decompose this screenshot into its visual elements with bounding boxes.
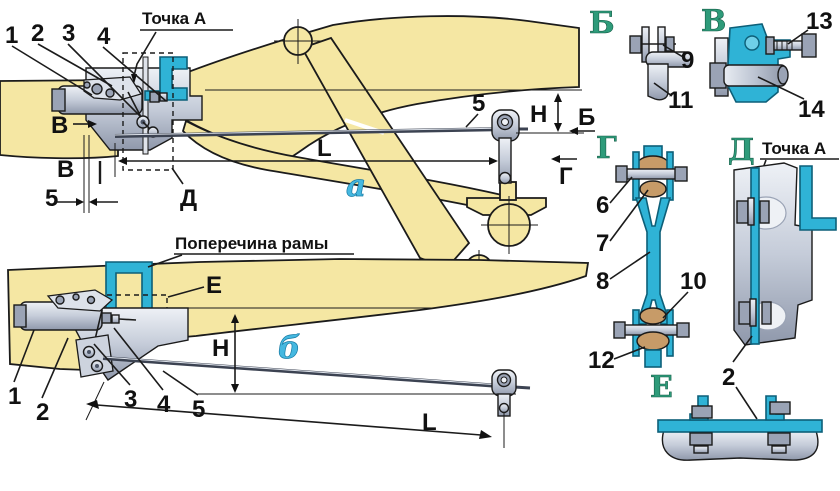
callout-14: 14: [798, 96, 825, 123]
bolts-right: [767, 401, 791, 454]
bracket-plate: [657, 419, 823, 433]
control-rod-b: [102, 356, 531, 417]
callout-6: 6: [596, 192, 609, 219]
callout-2: 2: [31, 20, 44, 47]
shock-absorber: [300, 36, 471, 270]
l-value-a: L: [317, 135, 332, 162]
detail-e-callout: Е: [167, 272, 222, 299]
detail-box-d: [122, 52, 174, 171]
callouts-b: 1 2 3 4 5: [8, 327, 205, 426]
callout-11: 11: [668, 87, 693, 114]
bolt-head: [629, 35, 642, 54]
svg-text:В: В: [51, 112, 68, 139]
view-v-marker: В В: [51, 112, 102, 184]
panel-b: Б 9 11: [589, 6, 695, 114]
shackle-pin: [274, 19, 322, 64]
adjuster-nut-b: [101, 312, 112, 324]
callout-2-detail: 2: [722, 364, 735, 391]
panel-g-letter: Г: [596, 131, 617, 166]
point-a-label-d: Точка А: [762, 139, 826, 158]
detail-d-label: Д: [180, 185, 197, 212]
crossmember-callout: Поперечина рамы: [147, 234, 354, 268]
bushing-bottom-upper: [639, 307, 667, 325]
callout-4: 4: [97, 23, 111, 50]
h-value-b: Н: [212, 335, 229, 362]
view-b: Поперечина рамы Е Н L: [7, 234, 590, 448]
callout-8: 8: [596, 268, 609, 295]
detail-e-label: Е: [206, 272, 222, 299]
callout-3: 3: [62, 20, 75, 47]
spring-plate: [750, 167, 760, 345]
bracket-13-14-drawing: [709, 23, 817, 103]
pin-14: [709, 62, 789, 89]
adjusting-bolt-13: [773, 33, 817, 58]
point-a-plate: [142, 56, 149, 155]
panel-e: Е: [650, 370, 823, 461]
svg-text:В: В: [57, 156, 74, 183]
crossmember-label: Поперечина рамы: [175, 234, 328, 253]
regulator-cap: [51, 88, 66, 112]
panel-g: Г 6 7 8 10 12: [588, 131, 707, 374]
callout-3b: 3: [124, 386, 137, 413]
frame-band-b: [7, 258, 590, 372]
gap-value: 5: [45, 185, 58, 212]
panel-b-letter: Б: [589, 6, 615, 41]
rod-label-a: 5: [472, 90, 485, 117]
panel-d-letter: Д: [728, 133, 755, 168]
callout-13: 13: [806, 8, 833, 35]
panel-d: Д Точка А 2: [722, 133, 839, 420]
h-dimension-a: Н: [516, 93, 584, 134]
point-a-callout-a: Точка А: [131, 9, 233, 84]
panel-v: В 13 14: [701, 4, 833, 123]
bushing-bottom-lower: [636, 331, 670, 351]
view-a: Д Точка А 1 2 3 4: [0, 9, 595, 286]
callout-5b: 5: [192, 396, 205, 423]
view-b-marker: Б: [569, 104, 595, 135]
link-drawing: [613, 145, 690, 368]
link-body: [634, 197, 672, 325]
crossmember-flange: [159, 56, 188, 101]
regulator-linkage-b: [46, 289, 114, 312]
callout-10: 10: [680, 268, 707, 295]
frame-angle: [799, 165, 837, 231]
callouts-a: 1 2 3 4: [5, 20, 167, 118]
callout-9: 9: [681, 47, 694, 74]
point-a-label: Точка А: [142, 9, 206, 28]
panel-e-letter: Е: [650, 370, 673, 405]
svg-text:Б: Б: [578, 104, 595, 131]
h-dimension-b: Н: [168, 307, 516, 395]
panel-v-letter: В: [701, 4, 726, 39]
bolts-left: [689, 405, 713, 454]
view-a-letter: а: [346, 168, 366, 204]
callout-12: 12: [588, 347, 615, 374]
callout-4b: 4: [157, 391, 171, 418]
callout-2b: 2: [36, 399, 49, 426]
lower-bolt: [738, 298, 772, 327]
callout-7: 7: [596, 230, 609, 257]
link-bottom-stub: [644, 349, 662, 368]
l-dimension-b: L: [85, 381, 505, 448]
cyan-bracket-body: [726, 23, 791, 103]
l-value-b: L: [422, 409, 437, 436]
svg-text:Г: Г: [559, 163, 573, 190]
crossmember-bracket-drawing: [657, 395, 823, 461]
view-b-letter: б: [278, 330, 300, 366]
control-rod-a: [114, 109, 528, 185]
bracket-foot: [647, 63, 669, 101]
lever-plates: [75, 334, 114, 378]
view-g-marker: Г: [551, 155, 577, 190]
h-value-a: Н: [530, 101, 547, 128]
bracket-section-drawing: [733, 162, 837, 346]
gap-dimension: 5: [45, 135, 118, 213]
l-dimension-a: L: [114, 135, 498, 177]
callout-1b: 1: [8, 383, 21, 410]
callout-1: 1: [5, 22, 18, 49]
upper-bolt: [736, 197, 770, 226]
bracket-base: [661, 429, 819, 461]
